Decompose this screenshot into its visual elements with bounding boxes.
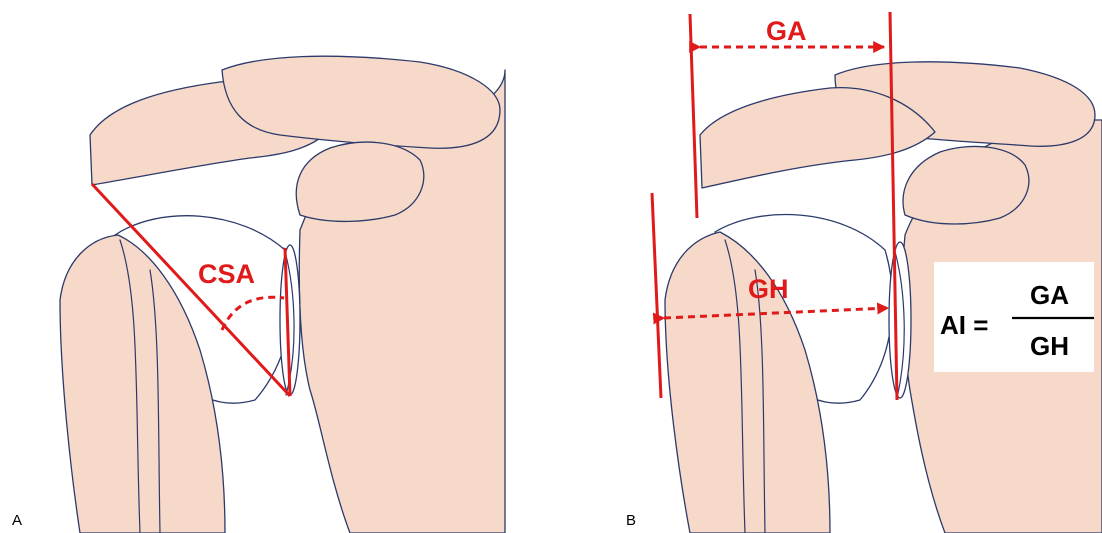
csa-label: CSA [198,259,255,289]
panel-a-illustration: CSA A [12,56,505,533]
gh-label: GH [748,274,789,304]
ga-label: GA [766,16,807,46]
glenoid-b [889,242,911,398]
formula-lhs: AI = [940,310,988,340]
ai-formula: AI = GA GH [934,262,1094,372]
acromion-b [700,88,935,188]
ga-lateral-line [690,14,697,218]
gh-lateral-line [652,193,661,398]
formula-denominator: GH [1030,331,1069,361]
coracoid-b [903,146,1029,224]
formula-numerator: GA [1030,280,1069,310]
panel-a-label: A [12,512,22,529]
panel-b-label: B [626,512,636,529]
coracoid-a [296,142,424,221]
